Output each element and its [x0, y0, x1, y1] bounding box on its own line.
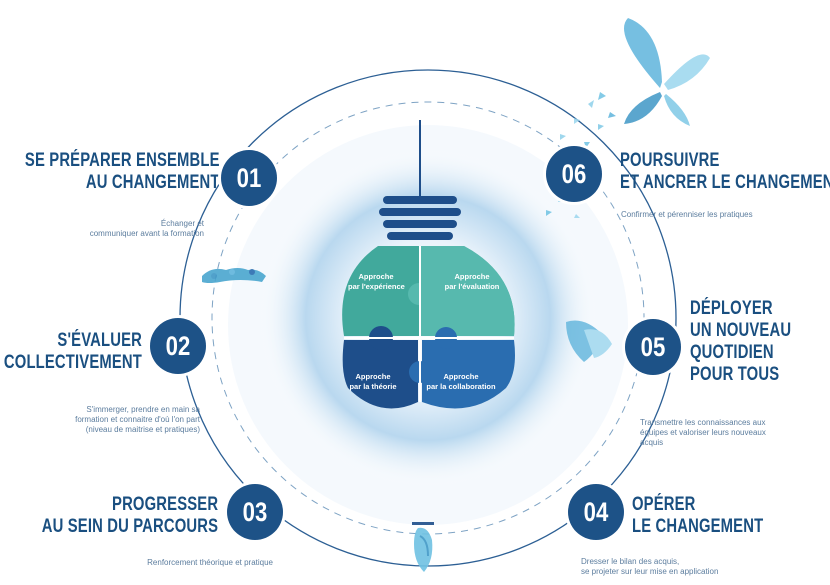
puzzle-piece-evaluation	[420, 246, 515, 336]
step-03-description: Renforcement théorique et pratique	[147, 558, 273, 567]
bulb-cap-ring	[379, 208, 461, 216]
caterpillar-icon	[202, 268, 266, 283]
step-06-badge: 06	[546, 146, 602, 202]
light-bulb	[342, 120, 515, 409]
puzzle-piece-collaboration	[422, 340, 515, 409]
step-01-badge: 01	[221, 150, 277, 206]
puzzle-piece-theory	[342, 340, 418, 409]
step-04-description: Dresser le bilan des acquis,se projeter …	[581, 557, 719, 576]
step-06-description: Confirmer et pérenniser les pratiques	[621, 210, 753, 219]
step-04-badge: 04	[568, 484, 624, 540]
step-05-badge: 05	[625, 319, 681, 375]
butterfly-icon	[566, 320, 612, 362]
step-02-badge: 02	[150, 318, 206, 374]
label-haze	[40, 130, 210, 240]
butterfly-icon	[546, 18, 710, 218]
chrysalis-icon	[412, 522, 434, 572]
bulb-cap-ring	[387, 232, 453, 240]
step-03-badge: 03	[227, 484, 283, 540]
bulb-cap-ring	[383, 196, 457, 204]
bulb-cap-ring	[383, 220, 457, 228]
